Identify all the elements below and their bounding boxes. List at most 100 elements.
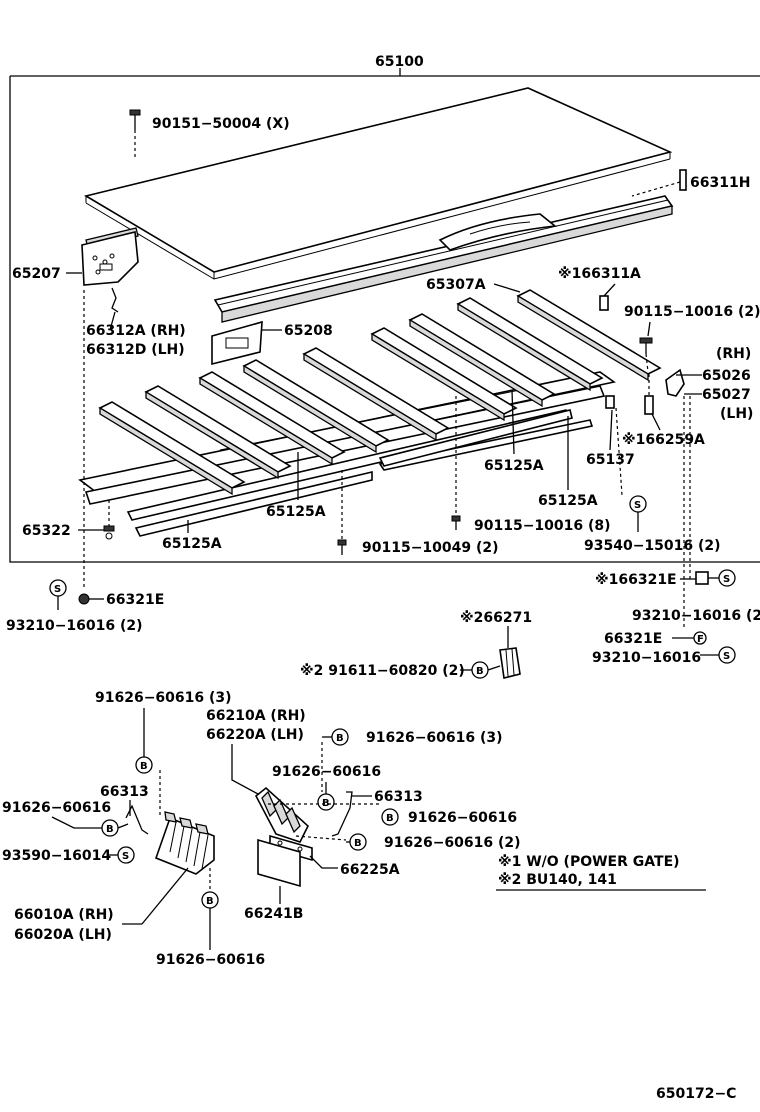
label-90151-50004: 90151−50004 (X) (152, 116, 290, 132)
symbol-b-bottom: B (201, 891, 219, 950)
label-166311A: ※166311A (558, 266, 641, 282)
label-65137: 65137 (586, 452, 635, 468)
label-65125A-4: 65125A (162, 536, 222, 552)
symbol-b-text: B (322, 798, 330, 809)
symbol-f-text: F (697, 634, 704, 645)
symbol-b-text: B (386, 813, 394, 824)
label-91626-60616-right: 91626−60616 (408, 810, 517, 826)
symbol-b-text: B (476, 666, 484, 677)
label-66321E-left: 66321E (106, 592, 164, 608)
label-91626-60616-left: 91626−60616 (2, 800, 111, 816)
symbol-b-2: B (349, 833, 367, 851)
label-91626-60616-3a: 91626−60616 (3) (95, 690, 232, 706)
assembly-frame (9, 68, 760, 563)
bolt-90115-10016-8 (451, 396, 461, 530)
label-90115-10049-2: 90115−10049 (2) (362, 540, 499, 556)
label-65027: 65027 (702, 387, 751, 403)
label-166321E: ※166321E (595, 572, 677, 588)
symbol-s-text: S (634, 500, 641, 511)
symbol-b-text: B (140, 761, 148, 772)
diagram-code: 650172−C (656, 1086, 736, 1102)
label-65207: 65207 (12, 266, 61, 282)
label-90115-10016-8: 90115−10016 (8) (474, 518, 611, 534)
label-91626-60616-mid: 91626−60616 (272, 764, 381, 780)
symbol-b-text: B (354, 838, 362, 849)
symbol-b-mid: B (317, 793, 335, 811)
label-93210-16016-left: 93210−16016 (2) (6, 618, 143, 634)
label-93540-15016: 93540−15016 (2) (584, 538, 721, 554)
symbol-s-text: S (723, 574, 730, 585)
sill-rail-65307A (213, 195, 674, 323)
label-66321E-right: 66321E (604, 631, 662, 647)
label-66311H: 66311H (690, 175, 750, 191)
label-65307A: 65307A (426, 277, 486, 293)
label-91611-60820: ※2 91611−60820 (2) (300, 663, 465, 679)
label-66210A: 66210A (RH) (206, 708, 306, 724)
symbol-s-text: S (54, 584, 61, 595)
label-66220A: 66220A (LH) (206, 727, 304, 743)
label-65125A-2: 65125A (538, 493, 598, 509)
label-91626-60616-bottom: 91626−60616 (156, 952, 265, 968)
label-65322: 65322 (22, 523, 71, 539)
mudguard-66010A (154, 811, 215, 875)
label-90115-10016-2: 90115−10016 (2) (624, 304, 760, 320)
nut-66321E-right: F S (672, 631, 736, 664)
label-66241B: 66241B (244, 906, 303, 922)
nut-66321E-left (78, 593, 104, 605)
symbol-b-91611: B (460, 661, 501, 679)
bracket-66313-right (331, 791, 353, 837)
label-66313-left: 66313 (100, 784, 149, 800)
label-93210-16016-right2: 93210−16016 (592, 650, 701, 666)
label-rh: (RH) (716, 346, 751, 362)
bracket-66271 (499, 626, 521, 679)
symbol-b-text: B (206, 896, 214, 907)
label-266271: ※266271 (460, 610, 532, 626)
symbol-b-3b: B (331, 728, 349, 746)
bracket-65207 (81, 231, 139, 286)
floor-panel (83, 87, 673, 280)
label-65026: 65026 (702, 368, 751, 384)
mudflap-66241B (257, 838, 301, 888)
symbol-s-text: S (723, 651, 730, 662)
label-166259A: ※166259A (622, 432, 705, 448)
symbol-s-93540: S (629, 495, 647, 532)
bracket-66313-left (125, 800, 149, 835)
label-93590-16014: 93590−16014 (2, 848, 111, 864)
label-66010A: 66010A (RH) (14, 907, 114, 923)
symbol-s-93210-left: S (49, 579, 67, 610)
part-166259A (644, 374, 654, 415)
note-2: ※2 BU140, 141 (498, 872, 617, 888)
note-1: ※1 W/O (POWER GATE) (498, 854, 680, 870)
label-66313-right: 66313 (374, 789, 423, 805)
part-166311A (599, 283, 616, 311)
part-66311H (631, 169, 687, 197)
label-91626-60616-3b: 91626−60616 (3) (366, 730, 503, 746)
label-66312D: 66312D (LH) (86, 342, 185, 358)
bolt-90115-10016-2 (639, 337, 653, 373)
symbol-b-right: B (381, 808, 399, 826)
label-66225A: 66225A (340, 862, 400, 878)
cross-members-65125A (98, 297, 604, 496)
label-lh: (LH) (720, 406, 753, 422)
bracket-65208 (211, 320, 263, 366)
screw-90151 (129, 109, 141, 160)
nut-166321E: S (680, 569, 736, 587)
label-65100: 65100 (375, 54, 424, 70)
label-66020A: 66020A (LH) (14, 927, 112, 943)
bolt-90115-10049-2 (337, 470, 347, 555)
label-91626-60616-2: 91626−60616 (2) (384, 835, 521, 851)
label-66312A: 66312A (RH) (86, 323, 186, 339)
cross-rail-rear (516, 289, 662, 382)
symbol-b-text: B (336, 733, 344, 744)
label-65208: 65208 (284, 323, 333, 339)
part-65137 (605, 395, 623, 496)
symbol-b-a: B (135, 756, 153, 774)
symbol-b-left: B (101, 819, 129, 837)
label-65125A-3: 65125A (266, 504, 326, 520)
bolt-65322 (103, 500, 115, 540)
symbol-b-text: B (106, 824, 114, 835)
symbol-s-text: S (122, 851, 129, 862)
bracket-66210A (254, 786, 309, 843)
clip-66312A (109, 287, 119, 331)
